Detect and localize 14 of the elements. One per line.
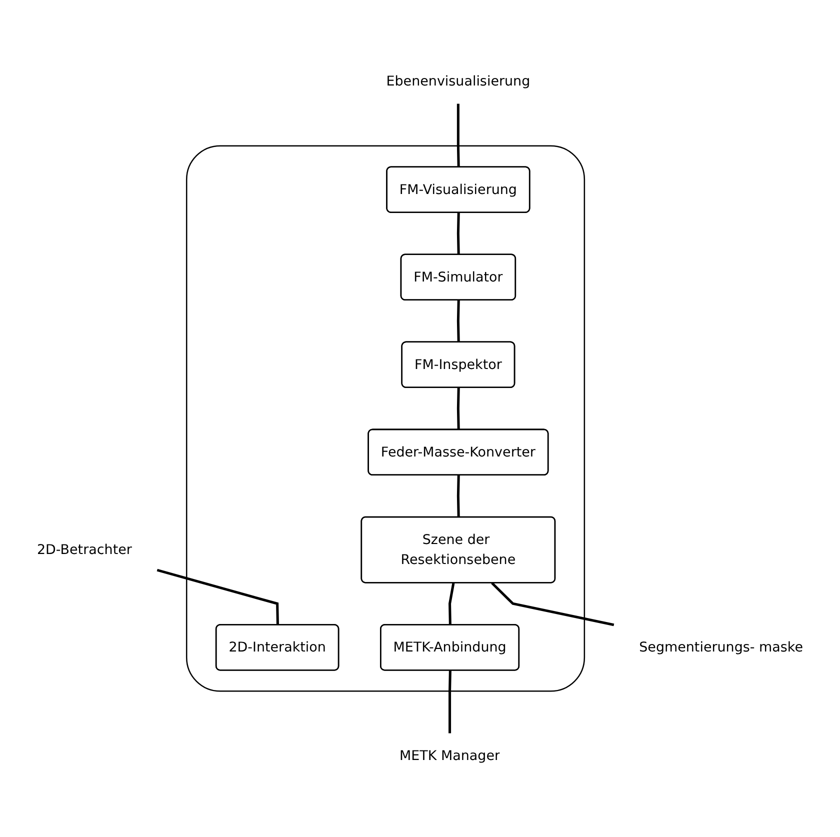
connector: [448, 670, 452, 734]
connector: [491, 582, 614, 626]
node-text: METK Manager: [400, 748, 500, 764]
connector: [456, 212, 460, 255]
connector: [456, 388, 460, 430]
node-text: 2D-Betrachter: [36, 541, 132, 558]
node-text: Segmentierungs- maske: [639, 638, 804, 655]
connector: [456, 104, 460, 168]
node-text: Ebenenvisualisierung: [386, 72, 530, 89]
connector: [156, 568, 279, 626]
connector: [448, 582, 455, 626]
cluster: [186, 145, 586, 692]
connector: [456, 475, 460, 518]
connector: [456, 300, 460, 342]
